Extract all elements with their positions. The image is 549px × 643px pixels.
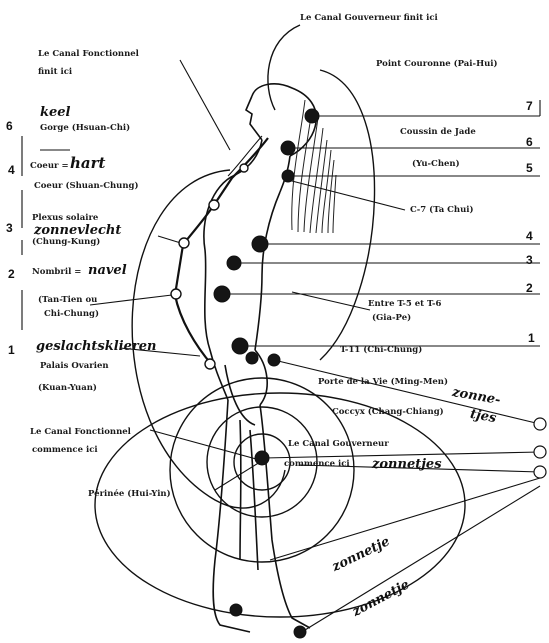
point-t5t6 — [252, 236, 268, 252]
label-functional-starts-1: Le Canal Fonctionnel — [30, 428, 131, 437]
point-coccyx-b — [268, 354, 280, 366]
hand-zonnetjes-3: zonnetjes — [372, 458, 442, 471]
point-foot-right — [294, 626, 306, 638]
point-perineum — [255, 451, 269, 465]
orbit-circle-3 — [170, 378, 354, 562]
label-t11: T-11 (Chi-Chung) — [340, 346, 422, 355]
hand-navel: navel — [88, 264, 127, 277]
marker-circle-1 — [534, 418, 546, 430]
right-markers — [534, 418, 546, 478]
point-c7 — [282, 170, 294, 182]
label-navel-prefix: Nombril = — [32, 268, 81, 277]
point-t11 — [227, 256, 241, 270]
point-foot-left — [230, 604, 242, 616]
label-yu-chen: (Yu-Chen) — [412, 160, 460, 169]
right-number-4: 4 — [526, 230, 533, 242]
point-lower — [214, 286, 230, 302]
label-t5t6-2: (Gia-Pe) — [372, 314, 411, 323]
point-jade-pillow — [281, 141, 295, 155]
right-number-7: 7 — [526, 100, 533, 112]
hand-zonnevlecht: zonnevlecht — [34, 224, 121, 237]
marker-circle-2 — [534, 446, 546, 458]
outer-loop-back — [320, 70, 375, 360]
label-solar-2: (Chung-Kung) — [32, 238, 100, 247]
label-tan-tien-2: Chi-Chung) — [44, 310, 99, 319]
label-perineum: Périnée (Hui-Yin) — [88, 490, 171, 499]
front-point-heart — [209, 200, 219, 210]
label-heart: Coeur (Shuan-Chung) — [34, 182, 138, 191]
left-number-1: 1 — [8, 344, 15, 356]
label-jade-pillow: Coussin de Jade — [400, 128, 476, 137]
left-number-3: 3 — [6, 222, 13, 234]
right-number-1: 1 — [528, 332, 535, 344]
point-crown — [305, 109, 319, 123]
marker-circle-3 — [534, 466, 546, 478]
front-point-throat — [240, 164, 248, 172]
left-number-6: 6 — [6, 120, 13, 132]
right-number-2: 2 — [526, 282, 533, 294]
label-c7: C-7 (Ta Chui) — [410, 206, 474, 215]
point-ming-men — [232, 338, 248, 354]
label-governor-starts-1: Le Canal Gouverneur — [288, 440, 389, 449]
hand-hart: hart — [70, 156, 105, 171]
point-coccyx-a — [246, 352, 258, 364]
label-throat: Gorge (Hsuan-Chi) — [40, 124, 130, 133]
hand-geslachtsklieren: geslachtsklieren — [36, 340, 156, 353]
body-outline — [204, 84, 316, 632]
front-point-ovary — [205, 359, 215, 369]
governor-arc-top — [268, 25, 300, 110]
label-functional-starts-2: commence ici — [32, 446, 98, 455]
hand-keel: keel — [40, 106, 71, 119]
right-number-6: 6 — [526, 136, 533, 148]
label-functional-ends-1: Le Canal Fonctionnel — [38, 50, 139, 59]
front-point-navel — [171, 289, 181, 299]
front-point-solar — [179, 238, 189, 248]
label-governor-ends: Le Canal Gouverneur finit ici — [300, 14, 438, 23]
label-ovarian: Palais Ovarien — [40, 362, 109, 371]
right-number-5: 5 — [526, 162, 533, 174]
label-t5t6-1: Entre T-5 et T-6 — [368, 300, 441, 309]
label-functional-ends-2: finit ici — [38, 68, 72, 77]
label-coccyx: Coccyx (Chang-Chiang) — [332, 408, 444, 417]
label-governor-starts-2: commence ici — [284, 460, 350, 469]
label-crown: Point Couronne (Pai-Hui) — [376, 60, 498, 69]
label-tan-tien-1: (Tan-Tien ou — [38, 296, 97, 305]
left-number-2: 2 — [8, 268, 15, 280]
label-heart-prefix: Coeur = — [30, 162, 69, 171]
left-number-4: 4 — [8, 164, 15, 176]
functional-channel — [175, 138, 268, 365]
label-solar-1: Plexus solaire — [32, 214, 98, 223]
label-kuan-yuan: (Kuan-Yuan) — [38, 384, 97, 393]
right-number-3: 3 — [526, 254, 533, 266]
label-door-of-life: Porte de la Vie (Ming-Men) — [318, 378, 448, 387]
